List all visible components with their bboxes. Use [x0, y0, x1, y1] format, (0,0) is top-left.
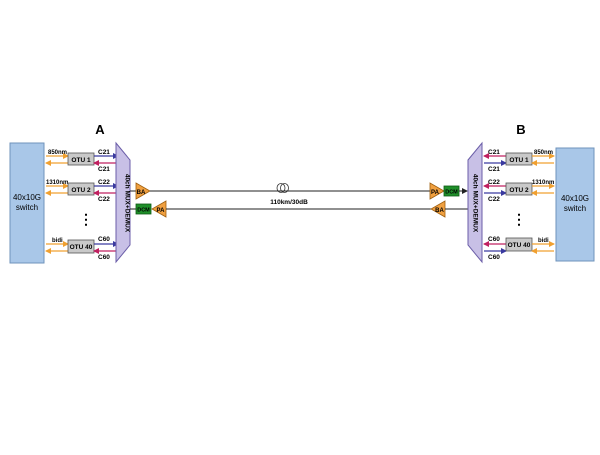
- site-a-pre-amp: PA: [151, 200, 167, 218]
- site-b-dcm-label: DCM: [445, 190, 458, 196]
- site-a-switch-line1: 40x10G: [13, 193, 41, 202]
- site-a-channel-2: 1310nm OTU 2 C22 C22: [45, 179, 119, 203]
- site-b-tx-1: C21: [488, 149, 500, 156]
- site-b-tx-40: C60: [488, 236, 500, 243]
- site-b-rx-2: C22: [488, 196, 500, 203]
- site-a-ellipsis: ⋮: [79, 211, 93, 227]
- site-b-client-2: 1310nm: [532, 180, 554, 186]
- site-b-ellipsis: ⋮: [512, 211, 526, 227]
- site-a-tx-2: C22: [98, 179, 110, 186]
- site-b-switch: 40x10G switch: [555, 147, 595, 262]
- site-b-otu-1: OTU 1: [509, 157, 529, 164]
- site-b: B PA DCM BA 40ch MUX+DEMUX C21 C21 O: [429, 122, 595, 264]
- site-a-switch-line2: switch: [16, 203, 38, 212]
- site-a-otu-1: OTU 1: [71, 157, 91, 164]
- fiber-link: 110km/30dB: [150, 183, 468, 210]
- site-b-switch-line1: 40x10G: [561, 194, 589, 203]
- site-b-channel-1: C21 C21 OTU 1 850nm: [483, 149, 555, 173]
- site-a-otu-40: OTU 40: [70, 244, 93, 251]
- site-a-mux-label: 40ch MUX+DEMUX: [124, 174, 131, 233]
- site-a-otu-2-box: [67, 182, 95, 196]
- site-b-mux-label: 40ch MUX+DEMUX: [472, 174, 479, 233]
- site-a-rx-1: C21: [98, 166, 110, 173]
- site-b-client-40: bidi: [538, 238, 549, 244]
- site-b-rx-1: C21: [488, 166, 500, 173]
- site-a-tx-40: C60: [98, 236, 110, 243]
- site-b-otu-2-box: [505, 182, 533, 196]
- site-b-otu-40: OTU 40: [508, 242, 531, 249]
- site-a-client-40: bidi: [52, 238, 63, 244]
- link-span-label: 110km/30dB: [270, 199, 308, 206]
- site-b-rx-40: C60: [488, 254, 500, 261]
- site-a-channel-40: bidi OTU 40 C60 C60: [45, 236, 119, 261]
- site-a-channel-1: 850nm OTU 1 C21 C21: [45, 149, 119, 173]
- site-b-client-1: 850nm: [534, 150, 553, 156]
- site-a-mux-demux: 40ch MUX+DEMUX: [115, 141, 131, 264]
- site-b-dcm: DCM: [443, 185, 460, 197]
- site-a-switch: 40x10G switch: [9, 142, 45, 264]
- site-a-client-2: 1310nm: [46, 180, 68, 186]
- site-b-switch-line2: switch: [564, 204, 586, 213]
- site-b-otu-2: OTU 2: [509, 187, 529, 194]
- site-b-label: B: [516, 122, 525, 137]
- site-a-tx-1: C21: [98, 149, 110, 156]
- site-a-client-1: 850nm: [48, 150, 67, 156]
- site-a-rx-2: C22: [98, 196, 110, 203]
- site-b-channel-40: C60 C60 OTU 40 bidi: [483, 236, 555, 261]
- site-a: A 40x10G switch 850nm OTU 1 C21 C21 1310…: [9, 122, 167, 264]
- site-b-pa: PA: [431, 190, 440, 196]
- site-a-otu-1-box: [67, 152, 95, 166]
- site-a-booster-amp: BA: [135, 182, 151, 200]
- site-b-ba: BA: [435, 208, 444, 214]
- site-b-pre-amp: PA: [429, 182, 445, 200]
- site-a-pa: PA: [157, 208, 166, 214]
- site-a-otu-40-box: [67, 239, 95, 254]
- site-b-tx-2: C22: [488, 179, 500, 186]
- site-a-ba: BA: [137, 190, 146, 196]
- site-a-rx-40: C60: [98, 254, 110, 261]
- site-a-dcm-label: DCM: [137, 208, 150, 214]
- site-b-booster-amp: BA: [430, 200, 446, 218]
- site-a-label: A: [95, 122, 105, 137]
- site-a-otu-2: OTU 2: [71, 187, 91, 194]
- site-b-mux-demux: 40ch MUX+DEMUX: [467, 141, 483, 264]
- site-b-channel-2: C22 C22 OTU 2 1310nm: [483, 179, 555, 203]
- fiber-spool-icon: [276, 183, 289, 193]
- site-b-otu-1-box: [505, 152, 533, 166]
- site-a-dcm: DCM: [135, 203, 152, 215]
